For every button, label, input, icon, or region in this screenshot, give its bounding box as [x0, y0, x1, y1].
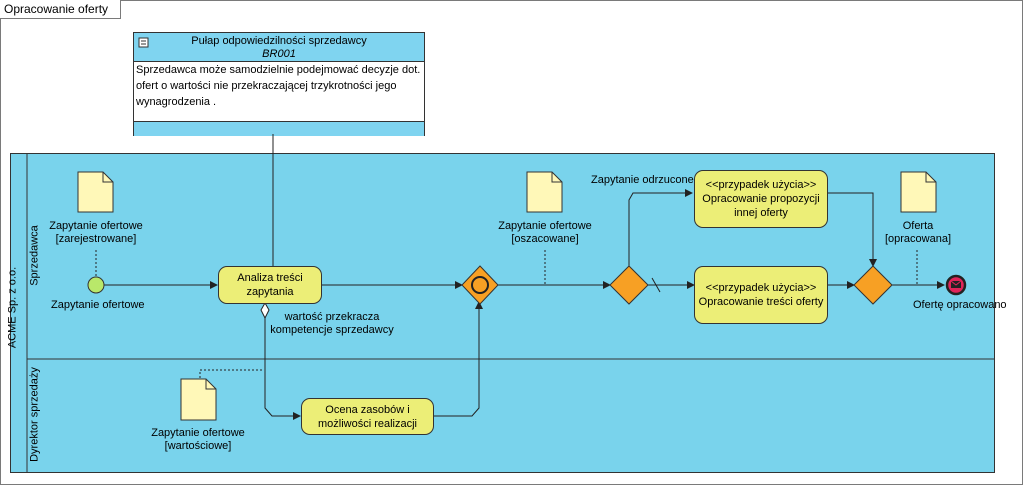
data-object-oszacowane[interactable]: [526, 171, 563, 213]
business-rule-header: Pułap odpowiedzilności sprzedawcy BR001: [134, 33, 424, 62]
data-object-state: [wartościowe]: [164, 440, 232, 452]
business-rule-text: Sprzedawca może samodzielnie podejmować …: [134, 62, 424, 110]
flow-propozycja-join: [828, 192, 877, 267]
data-object-name: Zapytanie ofertowe: [49, 220, 143, 232]
condition-label: wartość przekracza kompetencje sprzedawc…: [262, 311, 402, 337]
pool-label: ACME Sp. z o.o.: [6, 266, 19, 349]
data-object-state: [opracowana]: [884, 233, 952, 245]
task-label: Analiza treści: [237, 272, 303, 284]
data-object-name: Zapytanie ofertowe: [498, 220, 592, 232]
task-label: Opracowanie treści oferty: [698, 296, 824, 308]
data-object-label: Zapytanie ofertowe [oszacowane]: [485, 220, 605, 246]
task-stereotype: <<przypadek użycia>>: [705, 282, 817, 294]
assoc-wartosciowe: [199, 369, 262, 378]
conditional-marker: [260, 301, 270, 320]
task-tresc[interactable]: <<przypadek użycia>> Opracowanie treści …: [694, 266, 828, 324]
diagram-title: Opracowanie oferty: [0, 0, 122, 19]
task-label: innej oferty: [734, 207, 788, 219]
data-object-fold: [551, 172, 562, 183]
default-marker: [651, 277, 661, 293]
data-object-state: [oszacowane]: [511, 233, 579, 245]
task-propozycja[interactable]: <<przypadek użycia>> Opracowanie propozy…: [694, 170, 828, 228]
start-event[interactable]: [87, 276, 105, 294]
business-rule-id: BR001: [262, 48, 296, 60]
data-object-label: Zapytanie ofertowe [zarejestrowane]: [36, 220, 156, 246]
task-label: zapytania: [246, 286, 294, 298]
decision-gateway[interactable]: [609, 265, 649, 305]
data-object-name: Oferta: [902, 220, 934, 232]
task-label: możliwości realizacji: [317, 417, 418, 430]
flow-ocena-merge: [434, 301, 483, 417]
data-object-fold: [205, 379, 216, 390]
data-object-fold: [925, 172, 936, 183]
business-rule-footer: [134, 121, 424, 136]
flow-rejected: [628, 189, 693, 268]
business-rule-name: Pułap odpowiedzilności sprzedawcy: [191, 35, 367, 47]
task-stereotype: <<przypadek użycia>>: [705, 179, 817, 191]
condition-label-line: wartość przekracza: [284, 311, 380, 323]
envelope-flap: [950, 280, 962, 286]
end-event-label: Ofertę opracowano: [913, 299, 1007, 311]
lane-label-dyrektor: Dyrektor sprzedaży: [28, 367, 41, 462]
merge-gateway[interactable]: [461, 265, 499, 305]
business-rule-line: ofert o wartości nie przekraczającej trz…: [136, 80, 397, 92]
data-object-label: Oferta [opracowana]: [858, 220, 978, 246]
pool[interactable]: [10, 153, 995, 473]
data-object-wartosciowe[interactable]: [180, 378, 217, 421]
data-object-zarejestrowane[interactable]: [77, 171, 114, 213]
data-object-name: Zapytanie ofertowe: [151, 427, 245, 439]
task-analiza[interactable]: Analiza treści zapytania: [218, 266, 322, 304]
business-rule-line: Sprzedawca może samodzielnie podejmować …: [136, 64, 421, 76]
condition-label-line: kompetencje sprzedawcy: [270, 324, 394, 336]
data-object-fold: [102, 172, 113, 183]
task-label: Ocena zasobów i: [325, 403, 410, 416]
rejected-label: Zapytanie odrzucone: [591, 174, 694, 186]
start-event-label: Zapytanie ofertowe: [51, 299, 145, 311]
join-gateway[interactable]: [853, 265, 893, 305]
data-object-state: [zarejestrowane]: [55, 233, 137, 245]
business-rule-card[interactable]: Pułap odpowiedzilności sprzedawcy BR001 …: [133, 32, 425, 136]
flow-condition: [264, 318, 301, 420]
data-object-label: Zapytanie ofertowe [wartościowe]: [138, 427, 258, 453]
task-ocena[interactable]: Ocena zasobów i możliwości realizacji: [301, 398, 434, 435]
business-rule-line: wynagrodzenia .: [136, 96, 217, 108]
merge-gateway-marker: [471, 276, 489, 294]
task-label: Opracowanie propozycji: [702, 193, 820, 205]
business-rule-icon: [138, 37, 149, 48]
data-object-oferta[interactable]: [900, 171, 937, 213]
